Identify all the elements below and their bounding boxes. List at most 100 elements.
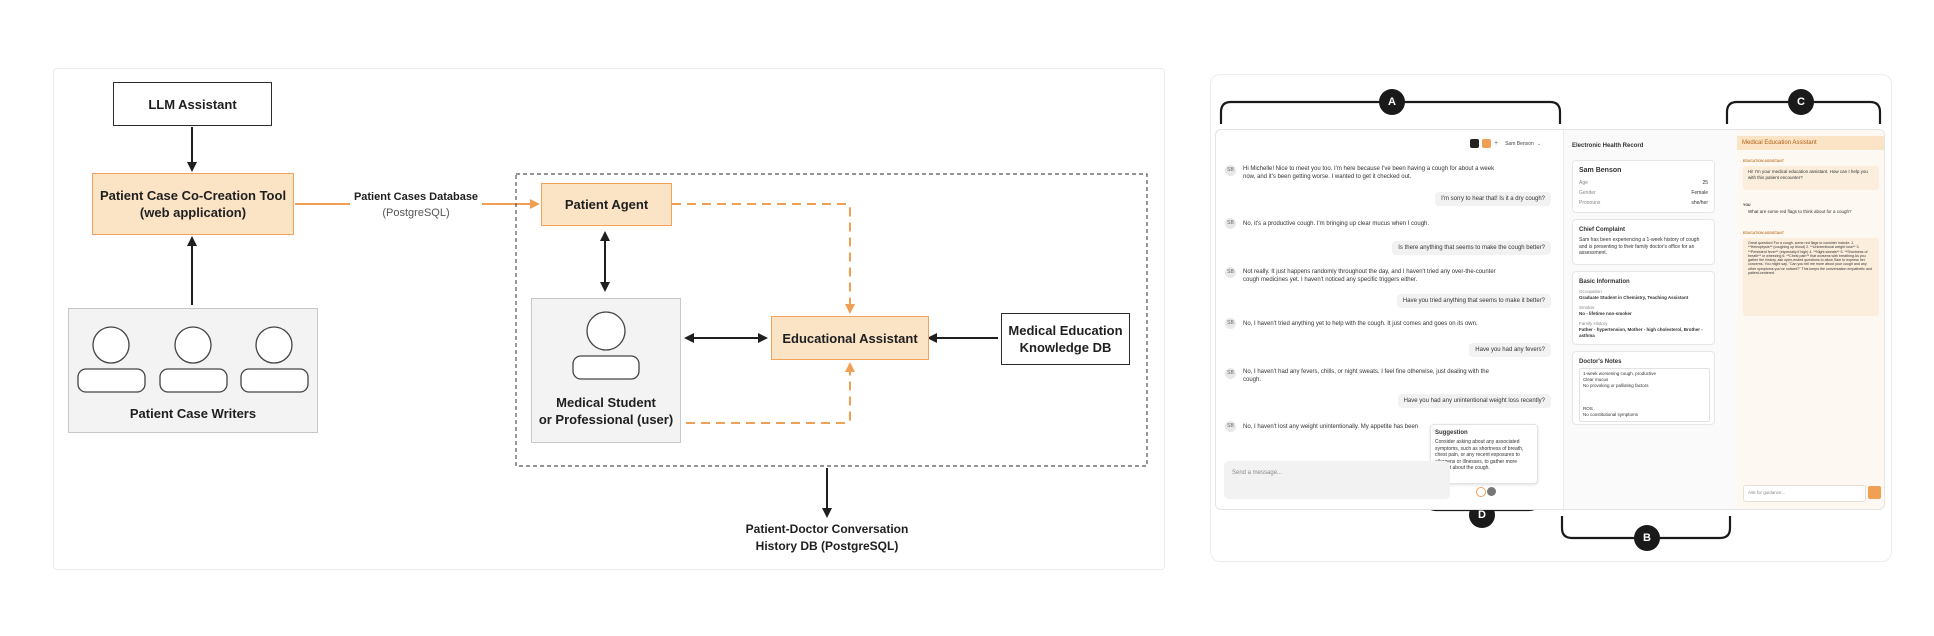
educational-assistant-box: Educational Assistant	[771, 316, 929, 360]
field-age-value: 25	[1702, 180, 1708, 186]
patient-agent-box: Patient Agent	[541, 183, 672, 226]
doctors-notes-title: Doctor's Notes	[1579, 359, 1622, 365]
knowledge-db-line1: Medical Education	[1008, 323, 1123, 338]
field-age-label: Age	[1579, 180, 1588, 186]
patient-agent-label: Patient Agent	[564, 197, 649, 212]
occupation-value: Graduate Student in Chemistry, Teaching …	[1579, 295, 1689, 300]
ehr-title: Electronic Health Record	[1572, 143, 1644, 149]
writer-icon-2	[159, 326, 228, 393]
chat-message-3: No, it's a productive cough. I'm bringin…	[1243, 221, 1430, 227]
chief-complaint-title: Chief Complaint	[1579, 227, 1625, 233]
educational-assistant-label: Educational Assistant	[782, 330, 918, 346]
patient-card: Sam Benson Age 25 Gender Female Pronouns…	[1572, 160, 1715, 213]
note-line: Clear mucus	[1583, 377, 1609, 382]
edu-assistant-label-2: EDUCATION ASSISTANT	[1743, 231, 1784, 235]
student-line1: Medical Student	[556, 395, 656, 410]
field-pronouns-label: Pronouns	[1579, 200, 1601, 206]
chief-complaint-card: Chief Complaint Sam has been experiencin…	[1572, 219, 1715, 265]
writer-icon-3	[240, 326, 309, 393]
chief-complaint-text: Sam has been experiencing a 1-week histo…	[1579, 237, 1700, 256]
chat-input-placeholder: Send a message...	[1232, 470, 1283, 476]
callout-c: C	[1788, 89, 1814, 115]
cocreation-tool-title: Patient Case Co-Creation Tool	[99, 188, 287, 203]
patient-avatar: SB	[1225, 267, 1236, 278]
knowledge-db-box: Medical Education Knowledge DB	[1001, 313, 1130, 365]
chat-message-5: Not really. It just happens randomly thr…	[1243, 269, 1496, 283]
student-line2: or Professional (user)	[538, 412, 674, 427]
basic-info-title: Basic Information	[1579, 279, 1630, 285]
callout-a: A	[1379, 89, 1405, 115]
note-line: No provoking or palliating factors	[1583, 383, 1649, 388]
llm-assistant-box: LLM Assistant	[113, 82, 272, 126]
writer-icon-1	[77, 326, 146, 393]
patient-avatar: SB	[1225, 421, 1236, 432]
chat-message-2: I'm sorry to hear that! Is it a dry coug…	[1435, 192, 1551, 206]
edu-pane: Medical Education Assistant EDUCATION AS…	[1737, 130, 1884, 509]
note-line: No constitutional symptoms	[1583, 412, 1639, 417]
field-gender-value: Female	[1691, 190, 1708, 196]
history-db-line2: History DB (PostgreSQL)	[755, 539, 899, 553]
edu-greeting-card: Hi! I'm your medical education assistant…	[1743, 166, 1879, 190]
cocreation-tool-subtitle: (web application)	[139, 205, 247, 220]
add-icon[interactable]: +	[1494, 140, 1499, 147]
edu-greeting: Hi! I'm your medical education assistant…	[1748, 169, 1868, 180]
smoker-label: Smoker	[1579, 305, 1595, 310]
lightbulb-icon[interactable]	[1476, 487, 1486, 497]
knowledge-db-line2: Knowledge DB	[1019, 340, 1112, 355]
patient-avatar: SB	[1225, 218, 1236, 229]
chat-message-1: Hi Michelle! Nice to meet you too. I'm h…	[1243, 166, 1495, 180]
writers-label: Patient Case Writers	[129, 406, 257, 421]
patient-avatar: SB	[1225, 318, 1236, 329]
history-db-line1: Patient-Doctor Conversation	[745, 522, 909, 536]
chat-message-7: No, I haven't tried anything yet to help…	[1243, 321, 1478, 327]
app-window: + Sam Benson ⌄ SB Hi Michelle! Nice to m…	[1215, 129, 1885, 510]
edu-title: Medical Education Assistant	[1742, 140, 1817, 146]
patient-avatar: SB	[1225, 165, 1236, 176]
edu-send-icon[interactable]	[1868, 486, 1881, 499]
edu-answer-card: Great question! For a cough, some red fl…	[1743, 238, 1879, 316]
patient-name: Sam Benson	[1579, 167, 1622, 174]
cases-db-label: Patient Cases Database	[353, 191, 479, 203]
chat-input[interactable]: Send a message...	[1224, 461, 1450, 499]
chat-message-8: Have you had any fevers?	[1469, 343, 1551, 357]
field-pronouns-value: she/her	[1691, 200, 1708, 206]
arrow-agent-to-edu	[672, 203, 855, 314]
edu-you-label: YOU	[1743, 203, 1751, 207]
occupation-label: Occupation	[1579, 289, 1602, 294]
suggestion-text: Consider asking about any associated sym…	[1435, 439, 1524, 471]
family-history-label: Family History	[1579, 321, 1608, 326]
family-history-value: Father - hypertension, Mother - high cho…	[1579, 327, 1703, 338]
callout-b: B	[1634, 525, 1660, 551]
arrow-student-to-edu	[686, 362, 855, 424]
note-line: ROS	[1583, 406, 1593, 411]
user-menu[interactable]: Sam Benson	[1505, 140, 1534, 147]
send-icon[interactable]	[1487, 487, 1496, 496]
chat-bubble-icon[interactable]	[1482, 139, 1491, 148]
doctors-notes-card: Doctor's Notes 1-week worsening cough, p…	[1572, 351, 1715, 425]
suggestion-title: Suggestion	[1435, 430, 1468, 436]
chat-pane: + Sam Benson ⌄ SB Hi Michelle! Nice to m…	[1216, 130, 1563, 509]
edu-assistant-label-1: EDUCATION ASSISTANT	[1743, 159, 1784, 163]
lock-icon[interactable]	[1470, 139, 1479, 148]
header-icons: + Sam Benson ⌄	[1470, 139, 1541, 148]
chat-message-11: No, I haven't lost any weight unintentio…	[1243, 424, 1419, 430]
patient-avatar: SB	[1225, 368, 1236, 379]
chat-message-4: Is there anything that seems to make the…	[1392, 241, 1551, 255]
edu-header: Medical Education Assistant	[1737, 136, 1884, 150]
system-boundary	[515, 173, 1148, 467]
chevron-down-icon[interactable]: ⌄	[1536, 140, 1541, 147]
llm-assistant-label: LLM Assistant	[148, 96, 237, 112]
chat-message-10: Have you had any unintentional weight lo…	[1397, 394, 1551, 408]
chat-message-6: Have you tried anything that seems to ma…	[1396, 294, 1551, 308]
edu-input[interactable]: Ask for guidance...	[1743, 485, 1866, 502]
basic-info-card: Basic Information Occupation Graduate St…	[1572, 271, 1715, 345]
edu-answer: Great question! For a cough, some red fl…	[1748, 241, 1872, 276]
smoker-value: No - lifetime non-smoker	[1579, 311, 1632, 316]
doctors-notes-textarea[interactable]: 1-week worsening cough, productive Clear…	[1579, 368, 1710, 422]
ehr-pane: Electronic Health Record Sam Benson Age …	[1563, 130, 1739, 509]
cases-db-sub: (PostgreSQL)	[382, 207, 450, 219]
chat-message-9: No, I haven't had any fevers, chills, or…	[1243, 369, 1489, 383]
